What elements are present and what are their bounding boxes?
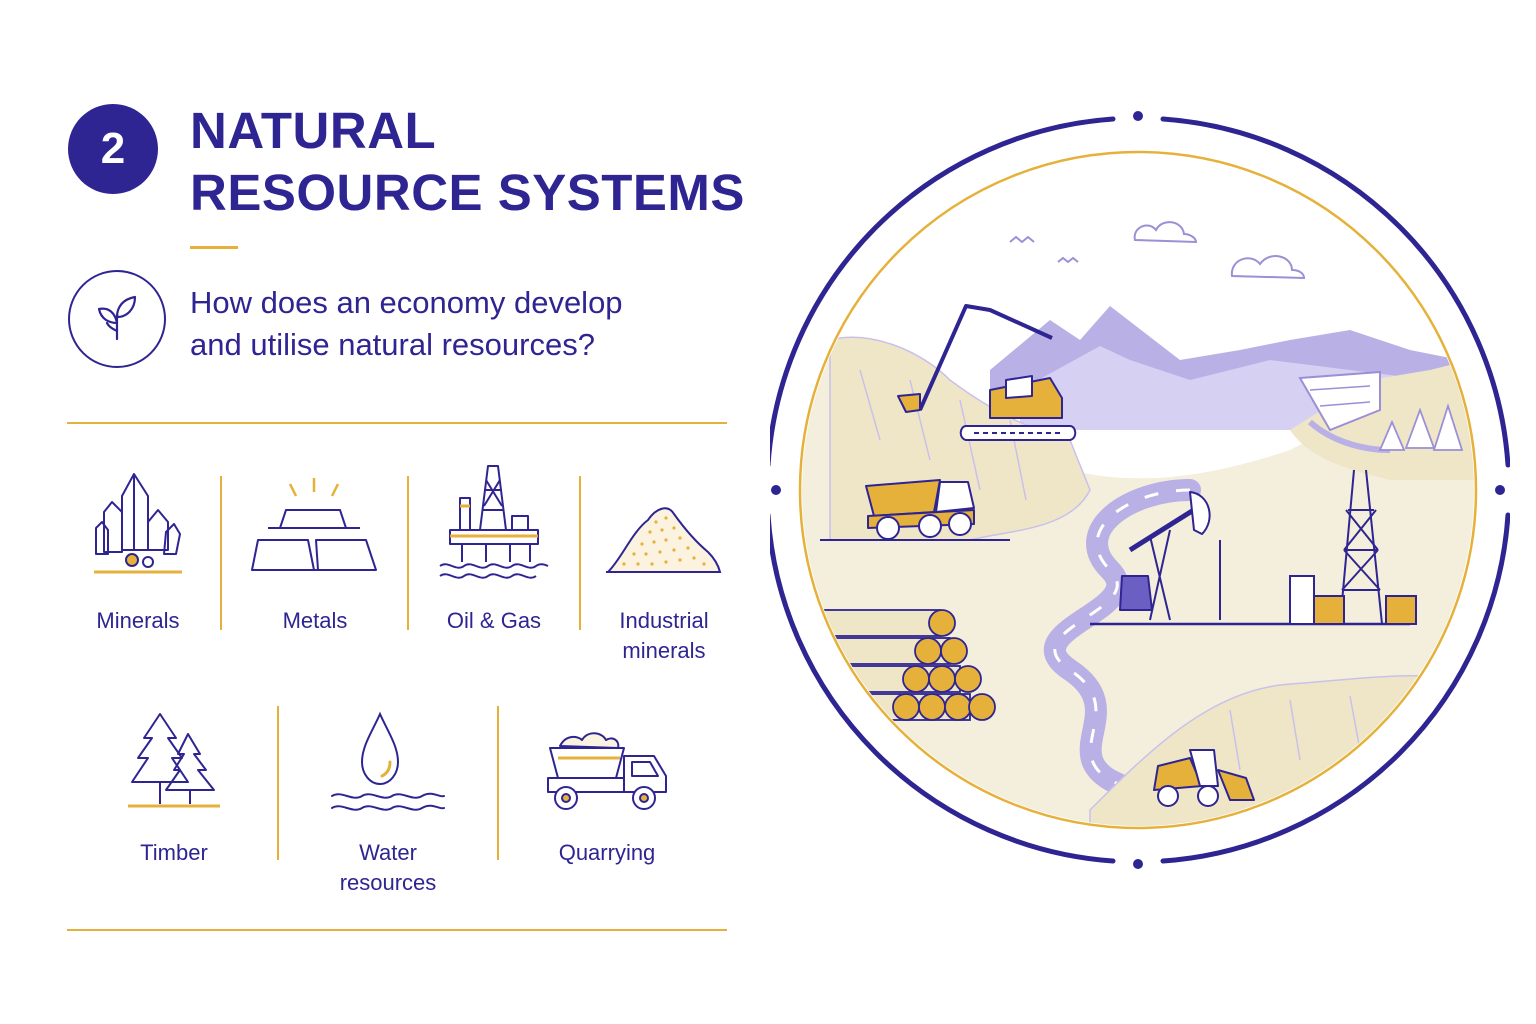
divider-vertical-1	[220, 476, 222, 630]
label-line: Water	[359, 840, 417, 865]
sprout-leaf-icon	[68, 270, 166, 368]
divider-vertical-5	[497, 706, 499, 860]
resource-label-water-resources: Water resources	[318, 838, 458, 898]
title-line-1: NATURAL	[190, 102, 437, 159]
crystal-icon	[92, 466, 184, 583]
pine-trees-icon	[126, 710, 222, 815]
divider-vertical-4	[277, 706, 279, 860]
title-accent-line	[190, 246, 238, 249]
water-drop-icon	[328, 710, 448, 819]
metal-bars-icon	[248, 478, 382, 583]
label-line: Metals	[282, 608, 348, 633]
resource-label-industrial-minerals: Industrial minerals	[594, 606, 734, 666]
resource-label-oil-gas: Oil & Gas	[424, 606, 564, 636]
section-number-badge: 2	[68, 104, 158, 194]
resource-label-metals: Metals	[245, 606, 385, 636]
sand-pile-icon	[604, 498, 722, 583]
divider-top	[67, 422, 727, 424]
label-line: Quarrying	[558, 840, 656, 865]
dump-truck-icon	[544, 726, 672, 823]
question-line-2: and utilise natural resources?	[190, 327, 595, 362]
label-line: resources	[339, 870, 437, 895]
divider-bottom	[67, 929, 727, 931]
divider-vertical-2	[407, 476, 409, 630]
label-line: minerals	[622, 638, 706, 663]
question-line-1: How does an economy develop	[190, 285, 623, 320]
resource-label-quarrying: Quarrying	[532, 838, 682, 868]
divider-vertical-3	[579, 476, 581, 630]
label-line: Oil & Gas	[446, 608, 542, 633]
label-line: Minerals	[96, 608, 180, 633]
section-number: 2	[100, 124, 126, 173]
resource-label-timber: Timber	[104, 838, 244, 868]
resource-label-minerals: Minerals	[70, 606, 206, 636]
oil-rig-icon	[436, 460, 552, 589]
natural-resources-landscape-illustration	[765, 110, 1511, 875]
page-title: NATURAL RESOURCE SYSTEMS	[190, 100, 745, 224]
guiding-question: How does an economy develop and utilise …	[190, 282, 623, 366]
label-line: Timber	[140, 840, 208, 865]
label-line: Industrial	[619, 608, 709, 633]
title-line-2: RESOURCE SYSTEMS	[190, 164, 745, 221]
